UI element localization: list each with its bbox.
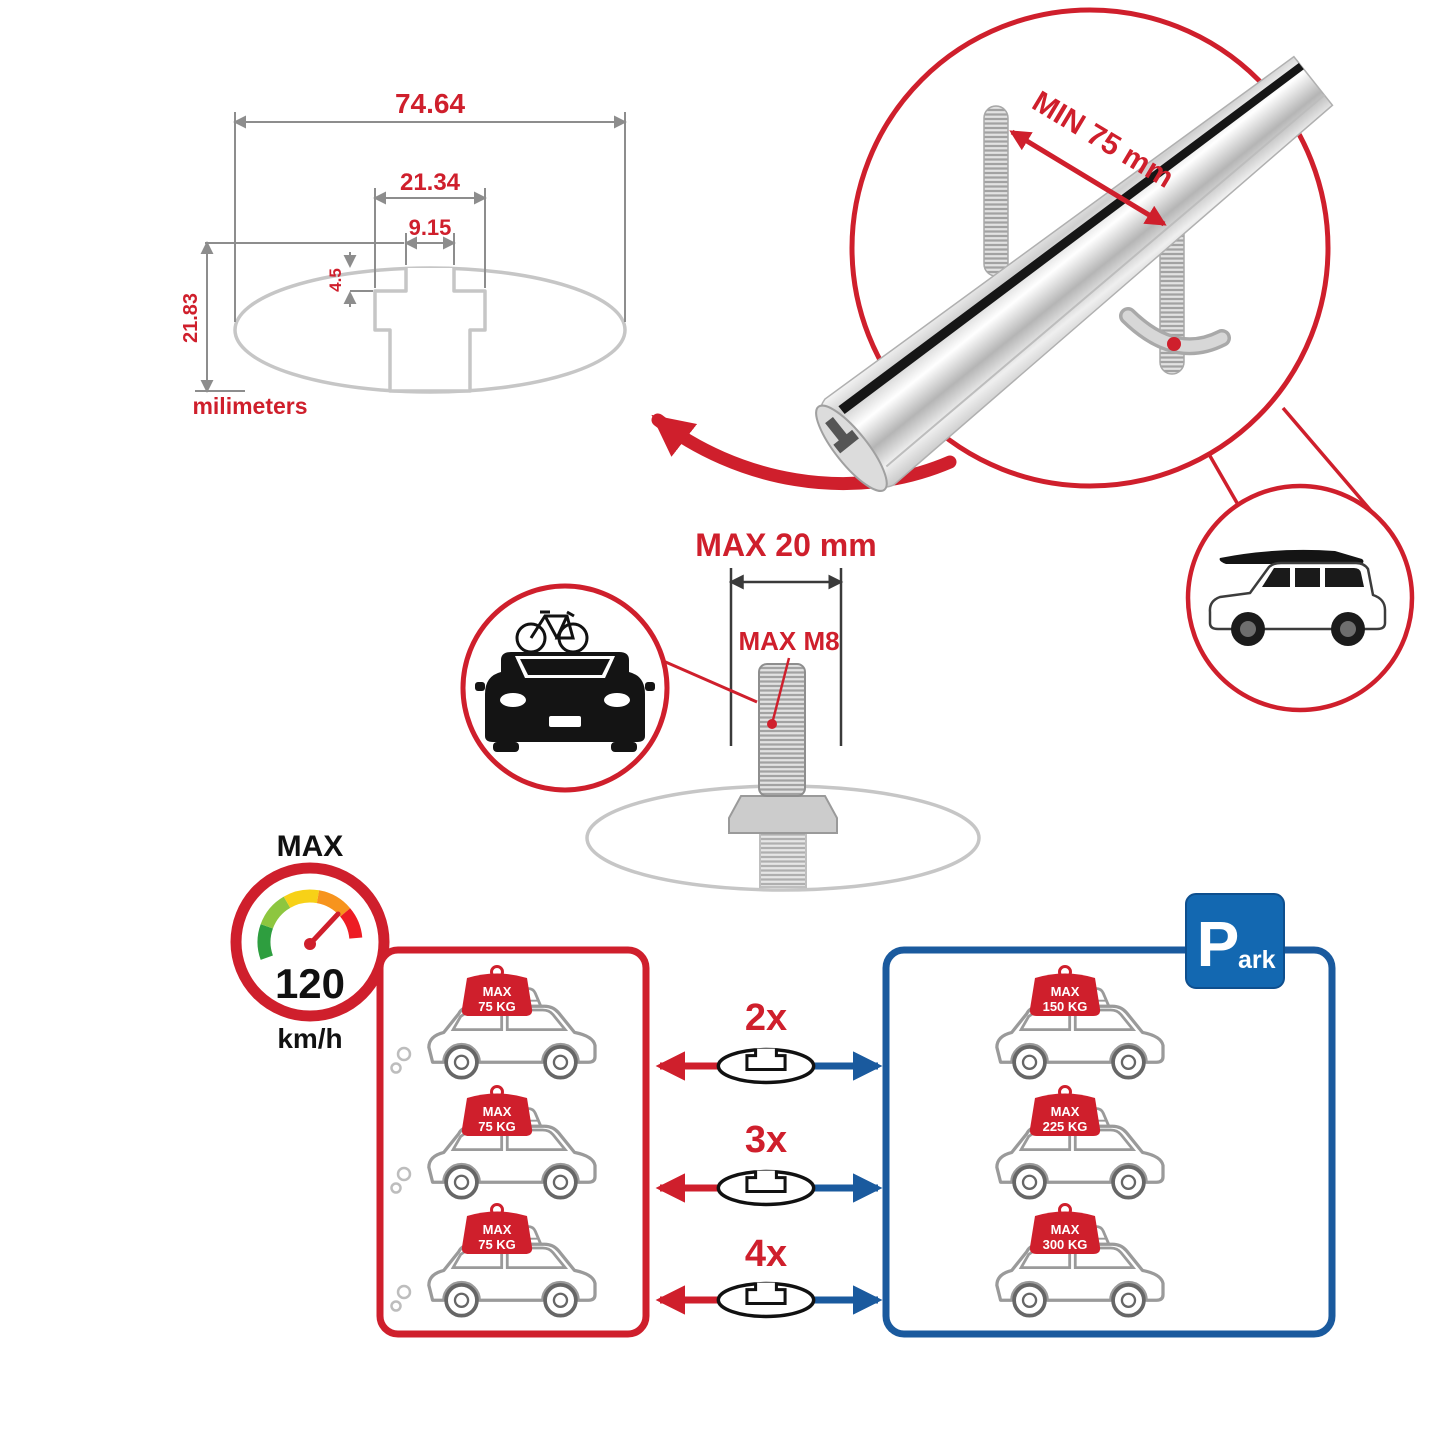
dim-slot-width: 9.15 [409,215,452,240]
car-plate [549,716,581,727]
suv-with-roofbox [1208,549,1387,646]
park-sign: P ark [1185,893,1285,989]
bolt-max-length-label: MAX 20 mm [695,527,876,563]
gauge-hub [304,938,316,950]
svg-text:MAX: MAX [1051,1222,1080,1237]
dim-slot-depth: 4.5 [326,268,345,292]
svg-text:MAX: MAX [1051,984,1080,999]
exhaust-puffs [390,1046,412,1312]
weight-badge: MAX 75 KG [461,1085,533,1136]
park-sign-letter: P [1197,908,1240,980]
thread-leader-dot [767,719,777,729]
weight-badge: MAX 300 KG [1029,1203,1101,1254]
bolt-diagram: MAX 20 mm MAX M8 [585,527,981,892]
ubolt-red-dot [1167,337,1181,351]
weight-badge: MAX 225 KG [1029,1085,1101,1136]
aluminum-bar [815,55,1334,492]
bar-count-row-4x: 4x [655,1233,883,1319]
svg-text:300 KG: 300 KG [1043,1237,1088,1252]
svg-text:MAX: MAX [483,1104,512,1119]
cross-section-diagram: 74.64 21.34 9.15 4.5 21.83 milimeters [180,88,627,419]
bar-count-label: 3x [745,1119,787,1161]
weight-badge: MAX 150 KG [1029,965,1101,1016]
bolt-plate [728,795,838,834]
suv-window-rear [1325,568,1364,587]
threaded-rod-left [983,105,1009,277]
car-wheel-left [493,742,519,752]
car-wheel-right [611,742,637,752]
svg-text:MAX: MAX [483,984,512,999]
bar-count-rows: 2x 3x 4x [655,997,883,1319]
bar-count-label: 4x [745,1233,787,1275]
bar-count-row-2x: 2x [655,997,883,1085]
dim-total-width: 74.64 [395,88,465,119]
cross-section-t-slot [373,268,487,393]
car-front-with-bike [475,610,655,752]
svg-text:75 KG: 75 KG [478,1119,516,1134]
park-sign-board [1185,893,1285,989]
bolt-shaft [758,663,806,797]
thread-leader-line [771,657,791,721]
suv-window-front [1262,568,1290,587]
svg-text:75 KG: 75 KG [478,999,516,1014]
svg-text:MAX: MAX [1051,1104,1080,1119]
dim-channel-width: 21.34 [400,169,461,196]
car-mirror-left [475,682,485,691]
bar-count-row-3x: 3x [655,1119,883,1207]
red-pointer-arrow [651,413,957,490]
roof-box [1219,549,1364,564]
car-windshield [520,659,610,675]
speed-unit: km/h [277,1023,342,1054]
suv-wheel-front-hub [1240,621,1256,637]
bike-car-circle [460,583,670,793]
bolt-stem [759,832,807,888]
svg-text:MAX: MAX [483,1222,512,1237]
speed-value: 120 [275,960,345,1007]
suv-window-mid [1295,568,1320,587]
weight-badge: MAX 75 KG [461,965,533,1016]
connector-line-1 [1281,406,1374,514]
bar-count-label: 2x [745,997,787,1039]
weight-badge: MAX 75 KG [461,1203,533,1254]
driving-panel: MAX 75 KG MAX 75 KG MAX 75 KG [376,946,650,1338]
bolt-dimension-lines [728,568,844,746]
svg-text:150 KG: 150 KG [1043,999,1088,1014]
gauge-needle [307,911,341,947]
dimension-lines [195,112,627,393]
gauge-arcs [257,889,363,960]
parked-panel: MAX 150 KG MAX 225 KG MAX 300 KG P ark [882,893,1336,1338]
bike-circle-connector [660,658,758,704]
crossbar-section-icon [716,1046,816,1085]
min-gap-arrow [1009,129,1167,227]
suv-wheel-rear-hub [1340,621,1356,637]
crossbar-closeup: MIN 75 mm [815,7,1374,523]
crossbar-section-icon [716,1168,816,1207]
bolt-max-thread-label: MAX M8 [738,626,839,656]
svg-text:75 KG: 75 KG [478,1237,516,1252]
suv-roofbox-circle [1185,483,1415,713]
crossbar-section-icon [716,1280,816,1319]
speed-limit-gauge: MAX 120 km/h [230,830,390,1054]
dim-total-height: 21.83 [180,293,202,343]
car-mirror-right [645,682,655,691]
car-headlight-left [500,693,526,707]
speed-max-label: MAX [277,830,344,863]
dim-unit-label: milimeters [192,393,307,419]
car-headlight-right [604,693,630,707]
svg-text:225 KG: 225 KG [1043,1119,1088,1134]
park-sign-suffix: ark [1238,946,1276,974]
